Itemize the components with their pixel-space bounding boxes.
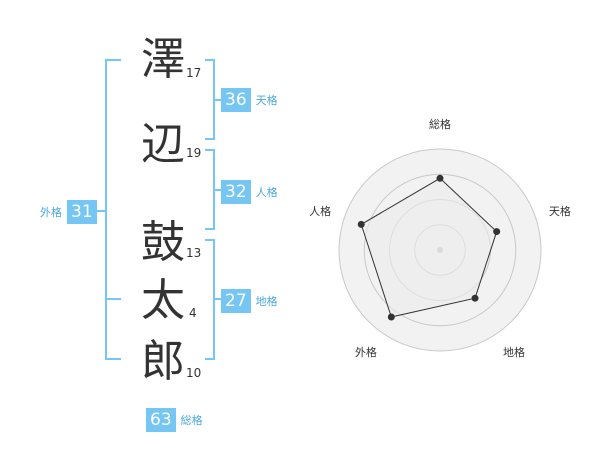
gaikaku-badge: 外格 31 [40, 200, 97, 224]
gaikaku-bracket [105, 59, 121, 360]
radar-point-1 [436, 174, 444, 182]
stroke-count-3: 13 [186, 246, 202, 260]
name-char-1: 澤 [141, 34, 185, 85]
name-char-3: 鼓 [141, 217, 185, 268]
tenkaku-value: 36 [221, 88, 251, 112]
stroke-count-5: 10 [186, 366, 202, 380]
radar-axis-label-3: 地格 [503, 345, 525, 359]
stroke-count-2: 19 [186, 146, 202, 160]
soukaku-label: 総格 [180, 414, 203, 427]
jinkaku-value: 32 [221, 180, 251, 204]
radar-axis-label-1: 総格 [429, 117, 451, 131]
chikaku-badge: 27 地格 [221, 289, 278, 313]
radar-axis-label-4: 外格 [355, 345, 377, 359]
radar-point-3 [471, 294, 479, 302]
name-char-4: 太 [141, 275, 185, 326]
soukaku-badge: 63 総格 [146, 408, 203, 432]
stroke-count-1: 17 [186, 66, 202, 80]
radar-point-2 [493, 228, 501, 236]
tenkaku-label: 天格 [255, 94, 278, 107]
radar-axis-label-5: 人格 [309, 204, 331, 218]
radar-point-5 [357, 220, 365, 228]
gaikaku-value: 31 [67, 200, 97, 224]
stroke-count-4: 4 [189, 306, 197, 320]
chikaku-label: 地格 [255, 295, 278, 308]
radar-axis-label-2: 天格 [549, 204, 571, 218]
radar-point-4 [387, 313, 395, 321]
tenkaku-badge: 36 天格 [221, 88, 278, 112]
gaikaku-label: 外格 [40, 206, 62, 219]
soukaku-value: 63 [146, 408, 176, 432]
name-char-5: 郎 [141, 336, 185, 387]
chikaku-value: 27 [221, 289, 251, 313]
jinkaku-badge: 32 人格 [221, 180, 278, 204]
radar-polygon [360, 177, 498, 318]
radar-ring-3 [363, 173, 517, 327]
jinkaku-label: 人格 [255, 186, 278, 199]
name-char-2: 辺 [141, 119, 185, 170]
